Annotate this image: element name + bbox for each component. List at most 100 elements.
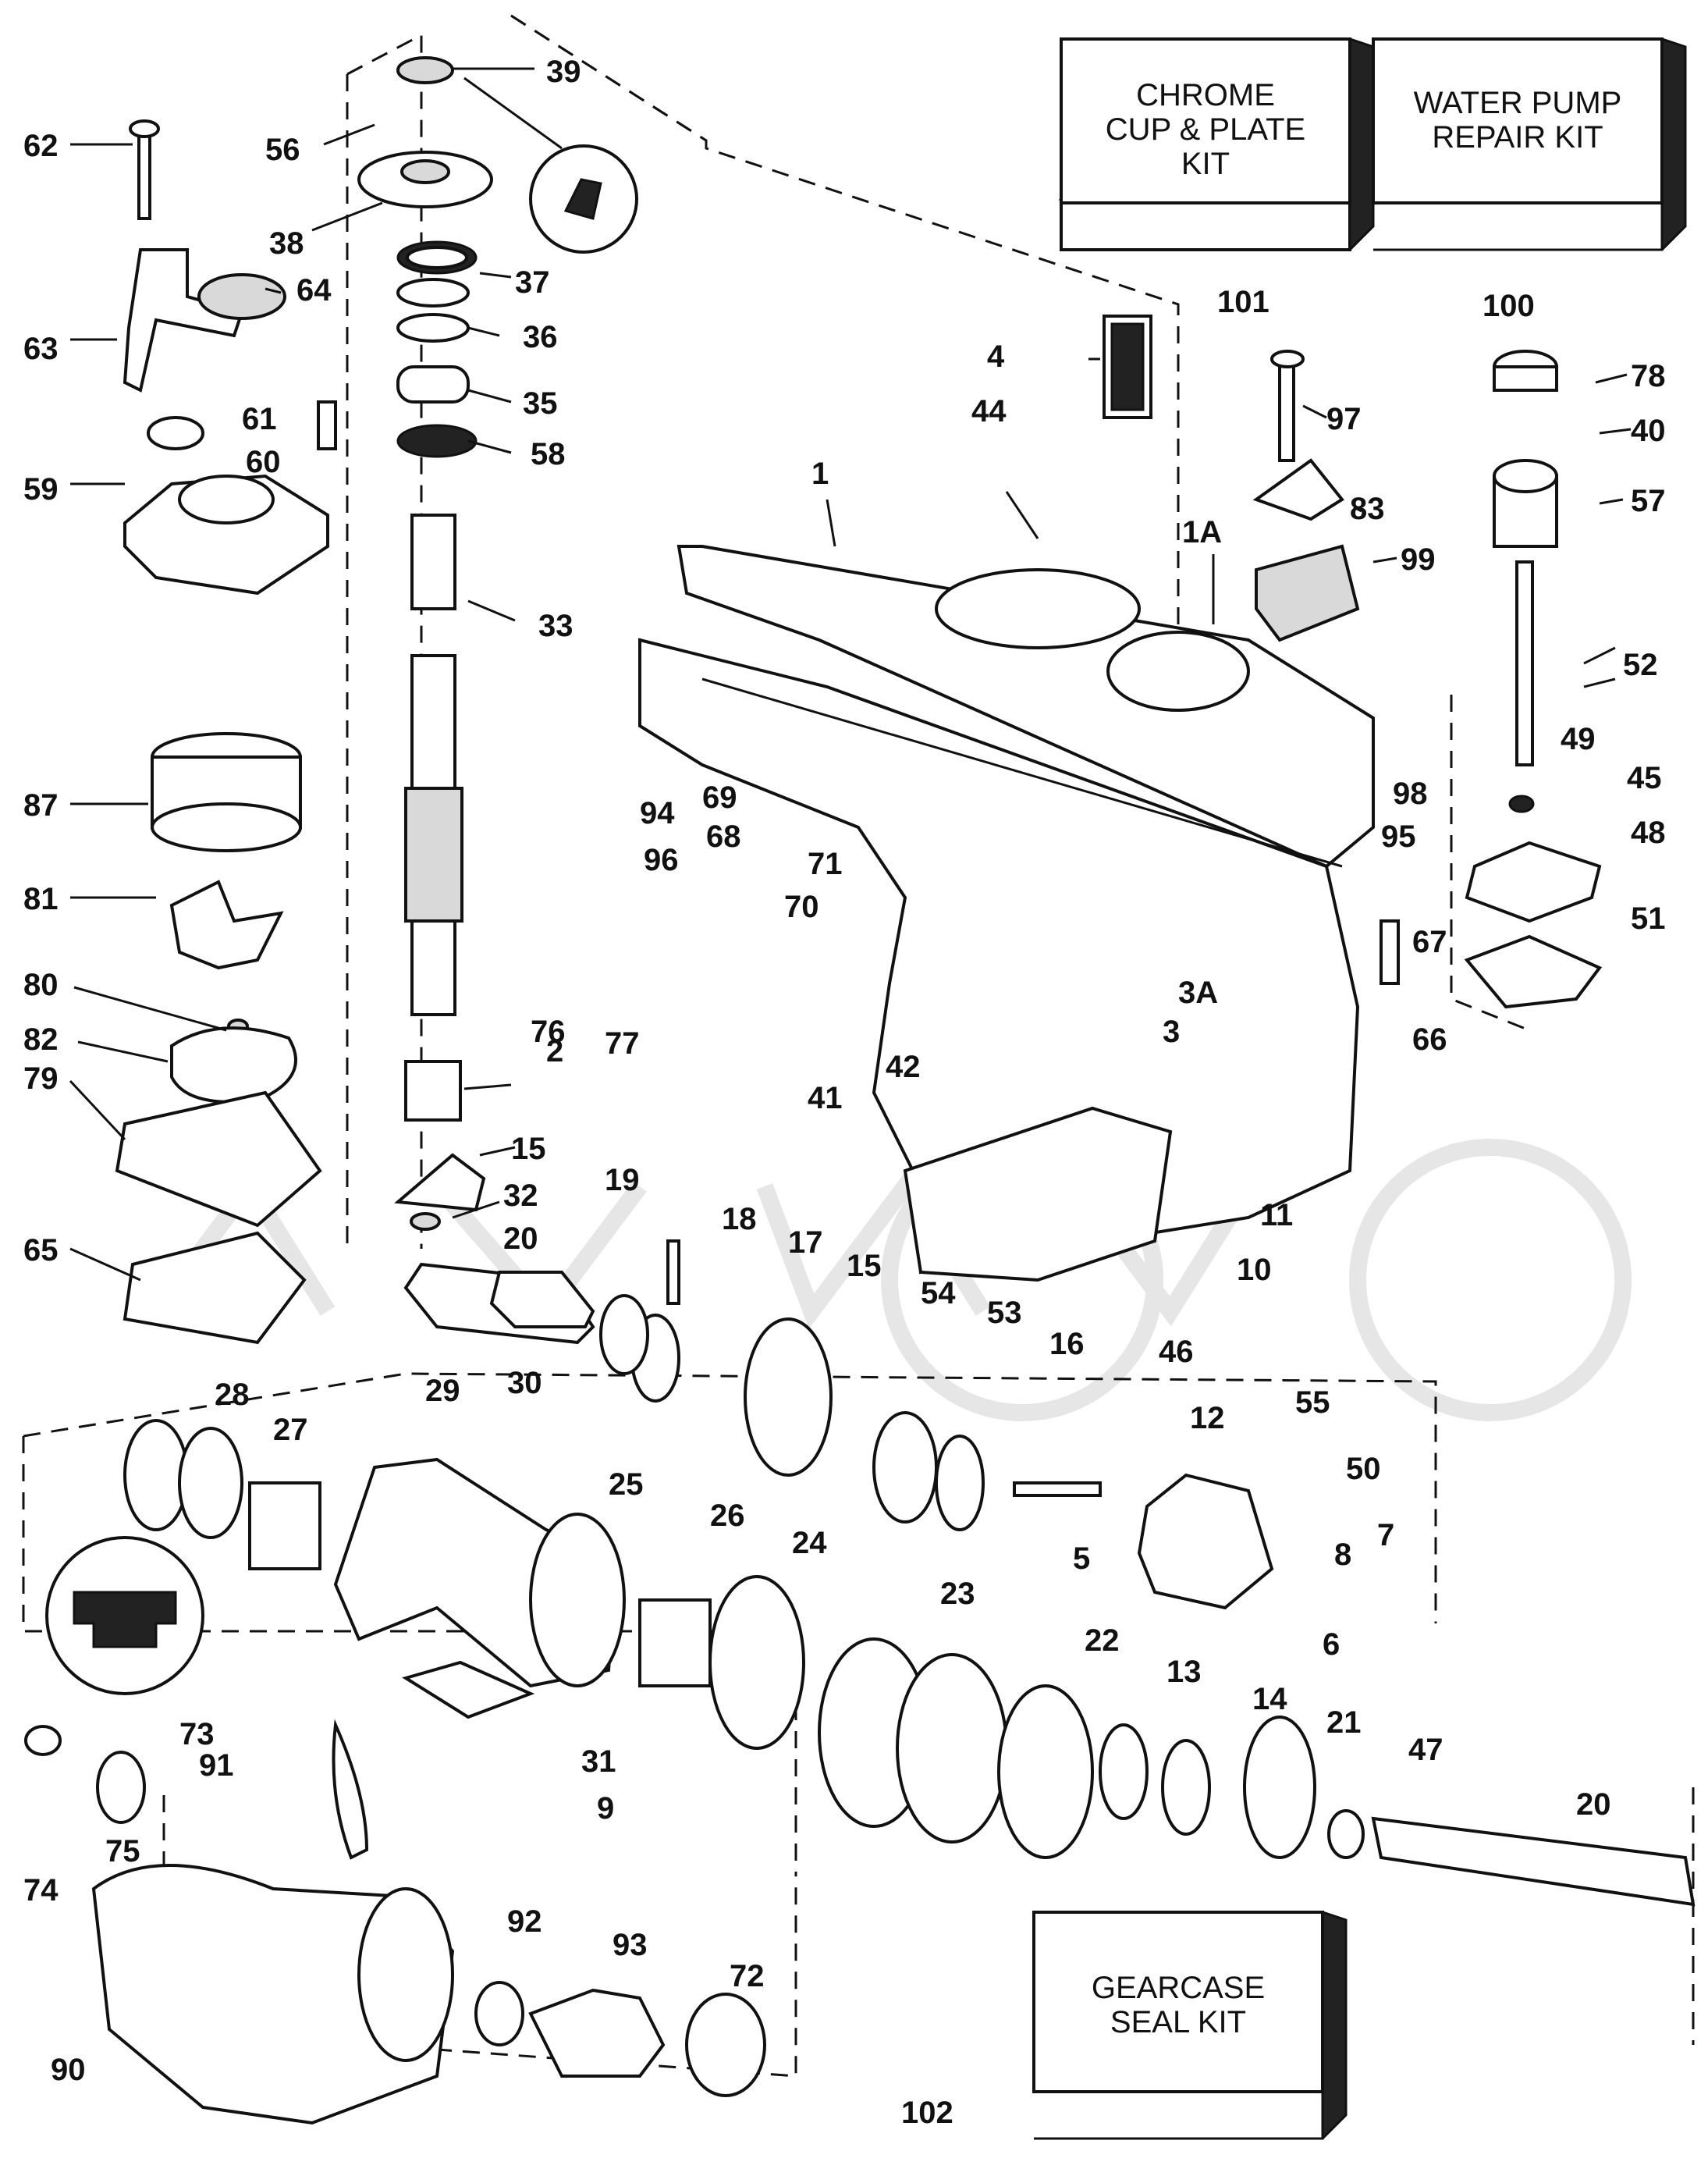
label-99: 99 — [1401, 542, 1436, 577]
label-33: 33 — [538, 609, 573, 643]
label-67: 67 — [1412, 925, 1447, 959]
label-58: 58 — [531, 437, 566, 471]
label-22: 22 — [1085, 1623, 1120, 1658]
label-60: 60 — [246, 445, 281, 479]
label-7: 7 — [1377, 1518, 1394, 1552]
label-12: 12 — [1190, 1401, 1225, 1435]
label-65: 65 — [23, 1233, 59, 1268]
label-27: 27 — [273, 1413, 308, 1447]
label-51: 51 — [1631, 901, 1666, 936]
label-79: 79 — [23, 1061, 59, 1096]
part-number-labels: 62 56 39 38 37 36 35 58 64 63 61 60 59 3… — [23, 55, 1666, 2130]
label-92: 92 — [507, 1904, 542, 1939]
label-28: 28 — [215, 1378, 250, 1412]
detail-callouts — [45, 76, 638, 1695]
label-5: 5 — [1073, 1541, 1090, 1576]
label-80: 80 — [23, 968, 59, 1002]
label-93: 93 — [613, 1928, 648, 1962]
label-74: 74 — [23, 1873, 59, 1908]
label-1: 1 — [811, 457, 829, 491]
label-64: 64 — [297, 273, 332, 308]
label-25: 25 — [609, 1467, 644, 1502]
water-pump-group — [115, 119, 337, 1345]
lower-unit-parts — [123, 1239, 1696, 1907]
label-78: 78 — [1631, 359, 1666, 393]
label-61: 61 — [242, 402, 277, 436]
label-55: 55 — [1295, 1385, 1330, 1420]
label-52: 52 — [1623, 648, 1658, 682]
label-47: 47 — [1408, 1733, 1443, 1767]
label-96: 96 — [644, 843, 679, 877]
drive-shaft-stack — [357, 56, 595, 1345]
label-62: 62 — [23, 129, 59, 163]
label-24: 24 — [792, 1526, 827, 1560]
label-45: 45 — [1627, 761, 1662, 795]
label-3a: 3A — [1178, 976, 1218, 1010]
label-36: 36 — [523, 320, 558, 354]
label-56: 56 — [265, 133, 300, 167]
label-69: 69 — [702, 780, 737, 815]
label-31: 31 — [581, 1744, 616, 1779]
label-13: 13 — [1166, 1655, 1202, 1689]
label-8: 8 — [1334, 1538, 1351, 1572]
label-57: 57 — [1631, 484, 1666, 518]
label-38: 38 — [269, 226, 304, 261]
label-102: 102 — [901, 2096, 953, 2130]
label-2: 2 — [546, 1034, 563, 1068]
label-87: 87 — [23, 788, 59, 823]
label-6: 6 — [1323, 1627, 1340, 1662]
label-26: 26 — [710, 1499, 745, 1533]
label-83: 83 — [1350, 492, 1385, 526]
label-14: 14 — [1252, 1682, 1287, 1716]
label-32: 32 — [503, 1179, 538, 1213]
label-29: 29 — [425, 1374, 460, 1408]
label-66: 66 — [1412, 1022, 1447, 1057]
label-97: 97 — [1326, 402, 1362, 436]
leader-lines — [69, 67, 1632, 1282]
label-4: 4 — [987, 340, 1005, 374]
label-81: 81 — [23, 882, 59, 916]
label-77: 77 — [605, 1026, 640, 1061]
label-9: 9 — [597, 1791, 614, 1826]
label-95: 95 — [1381, 820, 1416, 854]
label-53: 53 — [987, 1296, 1022, 1330]
label-16: 16 — [1049, 1327, 1085, 1361]
label-101: 101 — [1217, 285, 1269, 319]
label-49: 49 — [1561, 722, 1596, 756]
label-50: 50 — [1346, 1452, 1381, 1486]
label-30: 30 — [507, 1366, 542, 1400]
label-75: 75 — [105, 1834, 140, 1868]
label-20-left: 20 — [503, 1221, 538, 1256]
label-23: 23 — [940, 1577, 975, 1611]
label-20-right: 20 — [1576, 1787, 1611, 1822]
label-18: 18 — [722, 1202, 757, 1236]
label-71: 71 — [808, 847, 843, 881]
label-15-top: 15 — [511, 1132, 546, 1166]
label-68: 68 — [706, 820, 741, 854]
label-19: 19 — [605, 1163, 640, 1197]
label-40: 40 — [1631, 414, 1666, 448]
label-42: 42 — [886, 1050, 921, 1084]
label-48: 48 — [1631, 816, 1666, 850]
propeller-assembly — [24, 1719, 766, 2125]
label-72: 72 — [730, 1959, 765, 1993]
label-35: 35 — [523, 386, 558, 421]
label-90: 90 — [51, 2053, 86, 2087]
label-76: 76 — [531, 1015, 566, 1049]
label-91: 91 — [199, 1748, 234, 1783]
label-54: 54 — [921, 1276, 956, 1310]
right-column-parts — [1103, 315, 1603, 1009]
label-82: 82 — [23, 1022, 59, 1057]
label-21: 21 — [1326, 1705, 1362, 1740]
label-63: 63 — [23, 332, 59, 366]
gear-housing — [638, 545, 1375, 1282]
label-44: 44 — [971, 394, 1007, 428]
label-100: 100 — [1483, 289, 1535, 323]
watermark — [149, 1139, 1632, 1421]
label-94: 94 — [640, 796, 675, 830]
